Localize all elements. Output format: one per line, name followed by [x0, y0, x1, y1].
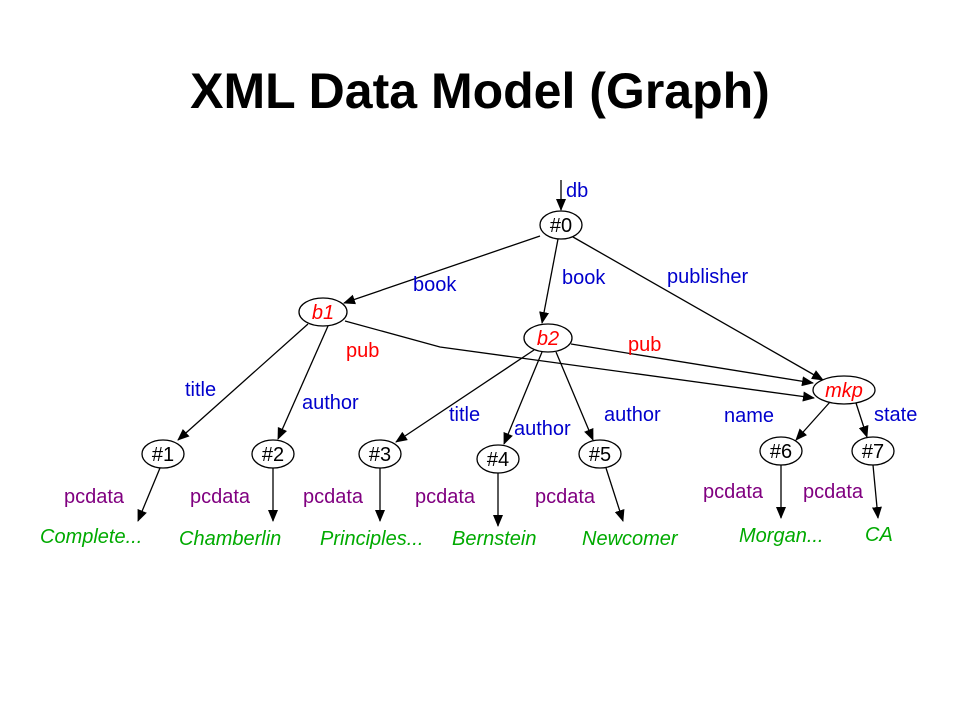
node-n4: #4	[476, 444, 520, 474]
leaf-value-l6: Morgan...	[739, 525, 823, 547]
edge-book2	[539, 238, 559, 324]
edge-pc1	[137, 467, 161, 522]
node-ellipse	[812, 375, 876, 405]
edge-pc5	[605, 467, 625, 522]
node-ellipse	[358, 439, 402, 469]
edge-pc7	[871, 464, 882, 519]
node-ellipse	[759, 436, 803, 466]
edge-book1	[343, 235, 541, 305]
node-ellipse	[298, 297, 348, 327]
node-label: #5	[589, 444, 611, 466]
node-label: #2	[262, 444, 284, 466]
leaf-value-l3: Principles...	[320, 528, 423, 550]
node-n0: #0	[539, 210, 583, 240]
edge-name	[795, 401, 831, 441]
edge-label-author1: author	[302, 392, 359, 414]
edge-title1	[177, 323, 309, 441]
node-label: #3	[369, 444, 391, 466]
edge-label-title2: title	[449, 404, 480, 426]
slide-title: XML Data Model (Graph)	[190, 63, 770, 119]
node-label: #4	[487, 449, 509, 471]
edge-pub2	[570, 343, 814, 387]
edge-label-db: db	[566, 180, 588, 202]
node-label: mkp	[825, 380, 863, 402]
node-ellipse	[851, 436, 895, 466]
edge-title2	[395, 349, 535, 443]
node-n7: #7	[851, 436, 895, 466]
node-n5: #5	[578, 439, 622, 469]
edge-label-author3: author	[604, 404, 661, 426]
leaf-value-l4: Bernstein	[452, 528, 537, 550]
edge-author3	[555, 351, 594, 441]
node-label: #7	[862, 441, 884, 463]
node-label: #1	[152, 444, 174, 466]
edge-label-pc6: pcdata	[703, 481, 764, 503]
edge-label-pc1: pcdata	[64, 486, 125, 508]
node-n6: #6	[759, 436, 803, 466]
node-mkp: mkp	[812, 375, 876, 405]
leaf-value-l7: CA	[865, 524, 893, 546]
node-b1: b1	[298, 297, 348, 327]
edge-label-pub2: pub	[628, 334, 661, 356]
edge-label-pc5: pcdata	[535, 486, 596, 508]
edge-label-book2: book	[562, 267, 606, 289]
edge-label-publisher: publisher	[667, 266, 749, 288]
edge-pub1	[344, 320, 815, 402]
node-label: b2	[537, 328, 559, 350]
edge-label-pc7: pcdata	[803, 481, 864, 503]
edge-author1	[277, 325, 329, 440]
edge-label-pc2: pcdata	[190, 486, 251, 508]
edge-label-pc3: pcdata	[303, 486, 364, 508]
edge-label-author2: author	[514, 418, 571, 440]
edge-state	[855, 402, 869, 438]
edge-label-name: name	[724, 405, 774, 427]
node-ellipse	[476, 444, 520, 474]
node-ellipse	[523, 323, 573, 353]
node-label: b1	[312, 302, 334, 324]
node-b2: b2	[523, 323, 573, 353]
node-label: #6	[770, 441, 792, 463]
leaf-value-l2: Chamberlin	[179, 528, 281, 550]
node-n1: #1	[141, 439, 185, 469]
edge-author2	[503, 351, 543, 445]
node-label: #0	[550, 215, 572, 237]
edge-publisher	[572, 236, 824, 381]
edge-label-title1: title	[185, 379, 216, 401]
edge-label-state: state	[874, 404, 917, 426]
node-ellipse	[578, 439, 622, 469]
leaf-value-l1: Complete...	[40, 526, 142, 548]
node-ellipse	[141, 439, 185, 469]
node-n3: #3	[358, 439, 402, 469]
edge-label-pub1: pub	[346, 340, 379, 362]
node-ellipse	[251, 439, 295, 469]
node-ellipse	[539, 210, 583, 240]
node-n2: #2	[251, 439, 295, 469]
leaf-value-l5: Newcomer	[582, 528, 679, 550]
edge-label-pc4: pcdata	[415, 486, 476, 508]
edge-label-book1: book	[413, 274, 457, 296]
